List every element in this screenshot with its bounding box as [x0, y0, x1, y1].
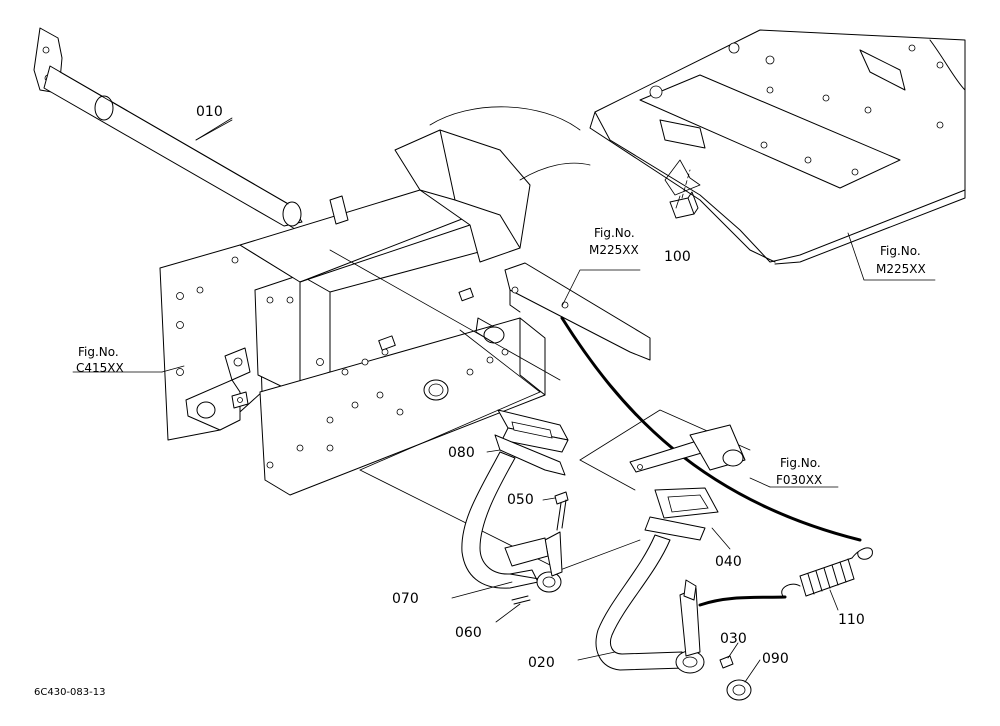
part-number-010: 010: [196, 104, 223, 120]
leader-lines: [72, 117, 936, 683]
part-number-110: 110: [838, 612, 865, 628]
part-number-030: 030: [720, 631, 747, 647]
part-number-040: 040: [715, 554, 742, 570]
part-number-100: 100: [664, 249, 691, 265]
part-number-020: 020: [528, 655, 555, 671]
fig-ref-label-m225-mid: Fig.No.: [594, 226, 635, 240]
fig-ref-label-c415: Fig.No.: [78, 345, 119, 359]
pedal-arm-070: [461, 434, 569, 605]
pedal-arm-020: [595, 534, 752, 701]
part-labels: 010 020 030 040 050 060 070 080 090 100 …: [196, 104, 865, 671]
part-number-090: 090: [762, 651, 789, 667]
drawing-code: 6C430-083-13: [34, 687, 105, 698]
cable-bracket: [629, 424, 746, 473]
fig-ref-code-c415: C415XX: [76, 361, 124, 375]
fig-ref-code-m225-right: M225XX: [876, 262, 926, 276]
floor-plate: [589, 29, 966, 265]
fig-ref-code-m225-mid: M225XX: [589, 243, 639, 257]
shaft-010: [33, 27, 331, 251]
fig-ref-code-f030: F030XX: [776, 473, 822, 487]
part-number-060: 060: [455, 625, 482, 641]
part-number-080: 080: [448, 445, 475, 461]
figure-references: Fig.No. C415XX Fig.No. M225XX Fig.No. M2…: [76, 226, 926, 487]
part-number-050: 050: [507, 492, 534, 508]
main-frame: [159, 106, 651, 496]
fig-ref-label-f030: Fig.No.: [780, 456, 821, 470]
fig-ref-label-m225-right: Fig.No.: [880, 244, 921, 258]
projection-lines: [329, 249, 751, 571]
pedal-pad-040: [644, 487, 719, 541]
pedal-pad-080: [497, 409, 569, 453]
part-number-070: 070: [392, 591, 419, 607]
